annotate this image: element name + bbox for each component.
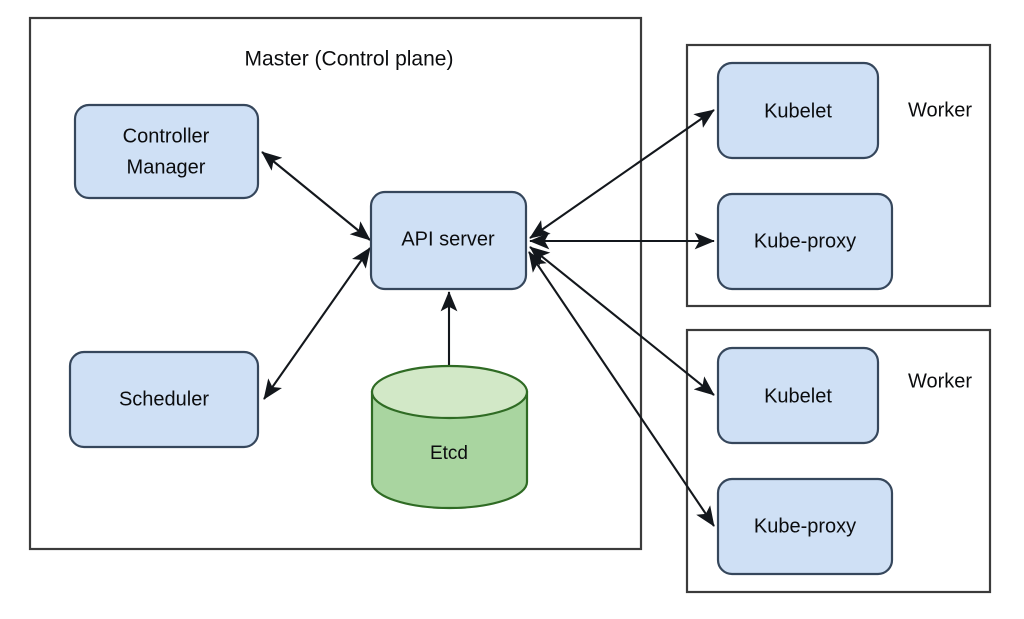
scheduler-box[interactable] (68, 350, 260, 449)
api-server-box[interactable] (369, 190, 528, 291)
worker-1-kube-proxy-label: Kube-proxy (754, 230, 856, 252)
scheduler-label: Scheduler (119, 388, 209, 410)
node-api-server[interactable]: API server (369, 190, 528, 291)
node-worker-2-kube-proxy[interactable]: Kube-proxy (716, 477, 894, 576)
worker-2-kubelet-box[interactable] (716, 346, 880, 445)
edge-api-server-to-worker-1-kubelet (529, 109, 715, 239)
worker-2-title: Worker (908, 370, 972, 392)
worker-1-title: Worker (908, 99, 972, 121)
worker-1-kube-proxy-box[interactable] (716, 192, 894, 291)
edge-api-server-to-scheduler (263, 247, 371, 400)
etcd-cylinder-body[interactable] (370, 390, 529, 510)
node-worker-1-kube-proxy[interactable]: Kube-proxy (716, 192, 894, 291)
node-scheduler[interactable]: Scheduler (68, 350, 260, 449)
node-worker-1-kubelet[interactable]: Kubelet (716, 61, 880, 160)
worker-2-kubelet-label: Kubelet (764, 385, 832, 407)
node-worker-2-kubelet[interactable]: Kubelet (716, 346, 880, 445)
etcd-label: Etcd (430, 443, 468, 464)
edges-layer (261, 109, 715, 527)
edge-api-server-to-worker-2-kube-proxy (528, 251, 715, 527)
controller-manager-label-line2: Manager (127, 156, 206, 178)
controller-manager-label-line1: Controller (123, 125, 210, 147)
api-server-label: API server (401, 228, 495, 250)
node-controller-manager[interactable]: Controller Manager (73, 103, 260, 200)
master-title: Master (Control plane) (245, 48, 454, 71)
node-etcd[interactable]: Etcd (370, 364, 529, 510)
worker-1-kubelet-label: Kubelet (764, 100, 832, 122)
etcd-cylinder-top (370, 364, 529, 420)
worker-1-kubelet-box[interactable] (716, 61, 880, 160)
controller-manager-box[interactable] (73, 103, 260, 200)
worker-2-kube-proxy-label: Kube-proxy (754, 515, 856, 537)
edge-api-server-to-controller-manager (261, 151, 371, 241)
worker-2-kube-proxy-box[interactable] (716, 477, 894, 576)
